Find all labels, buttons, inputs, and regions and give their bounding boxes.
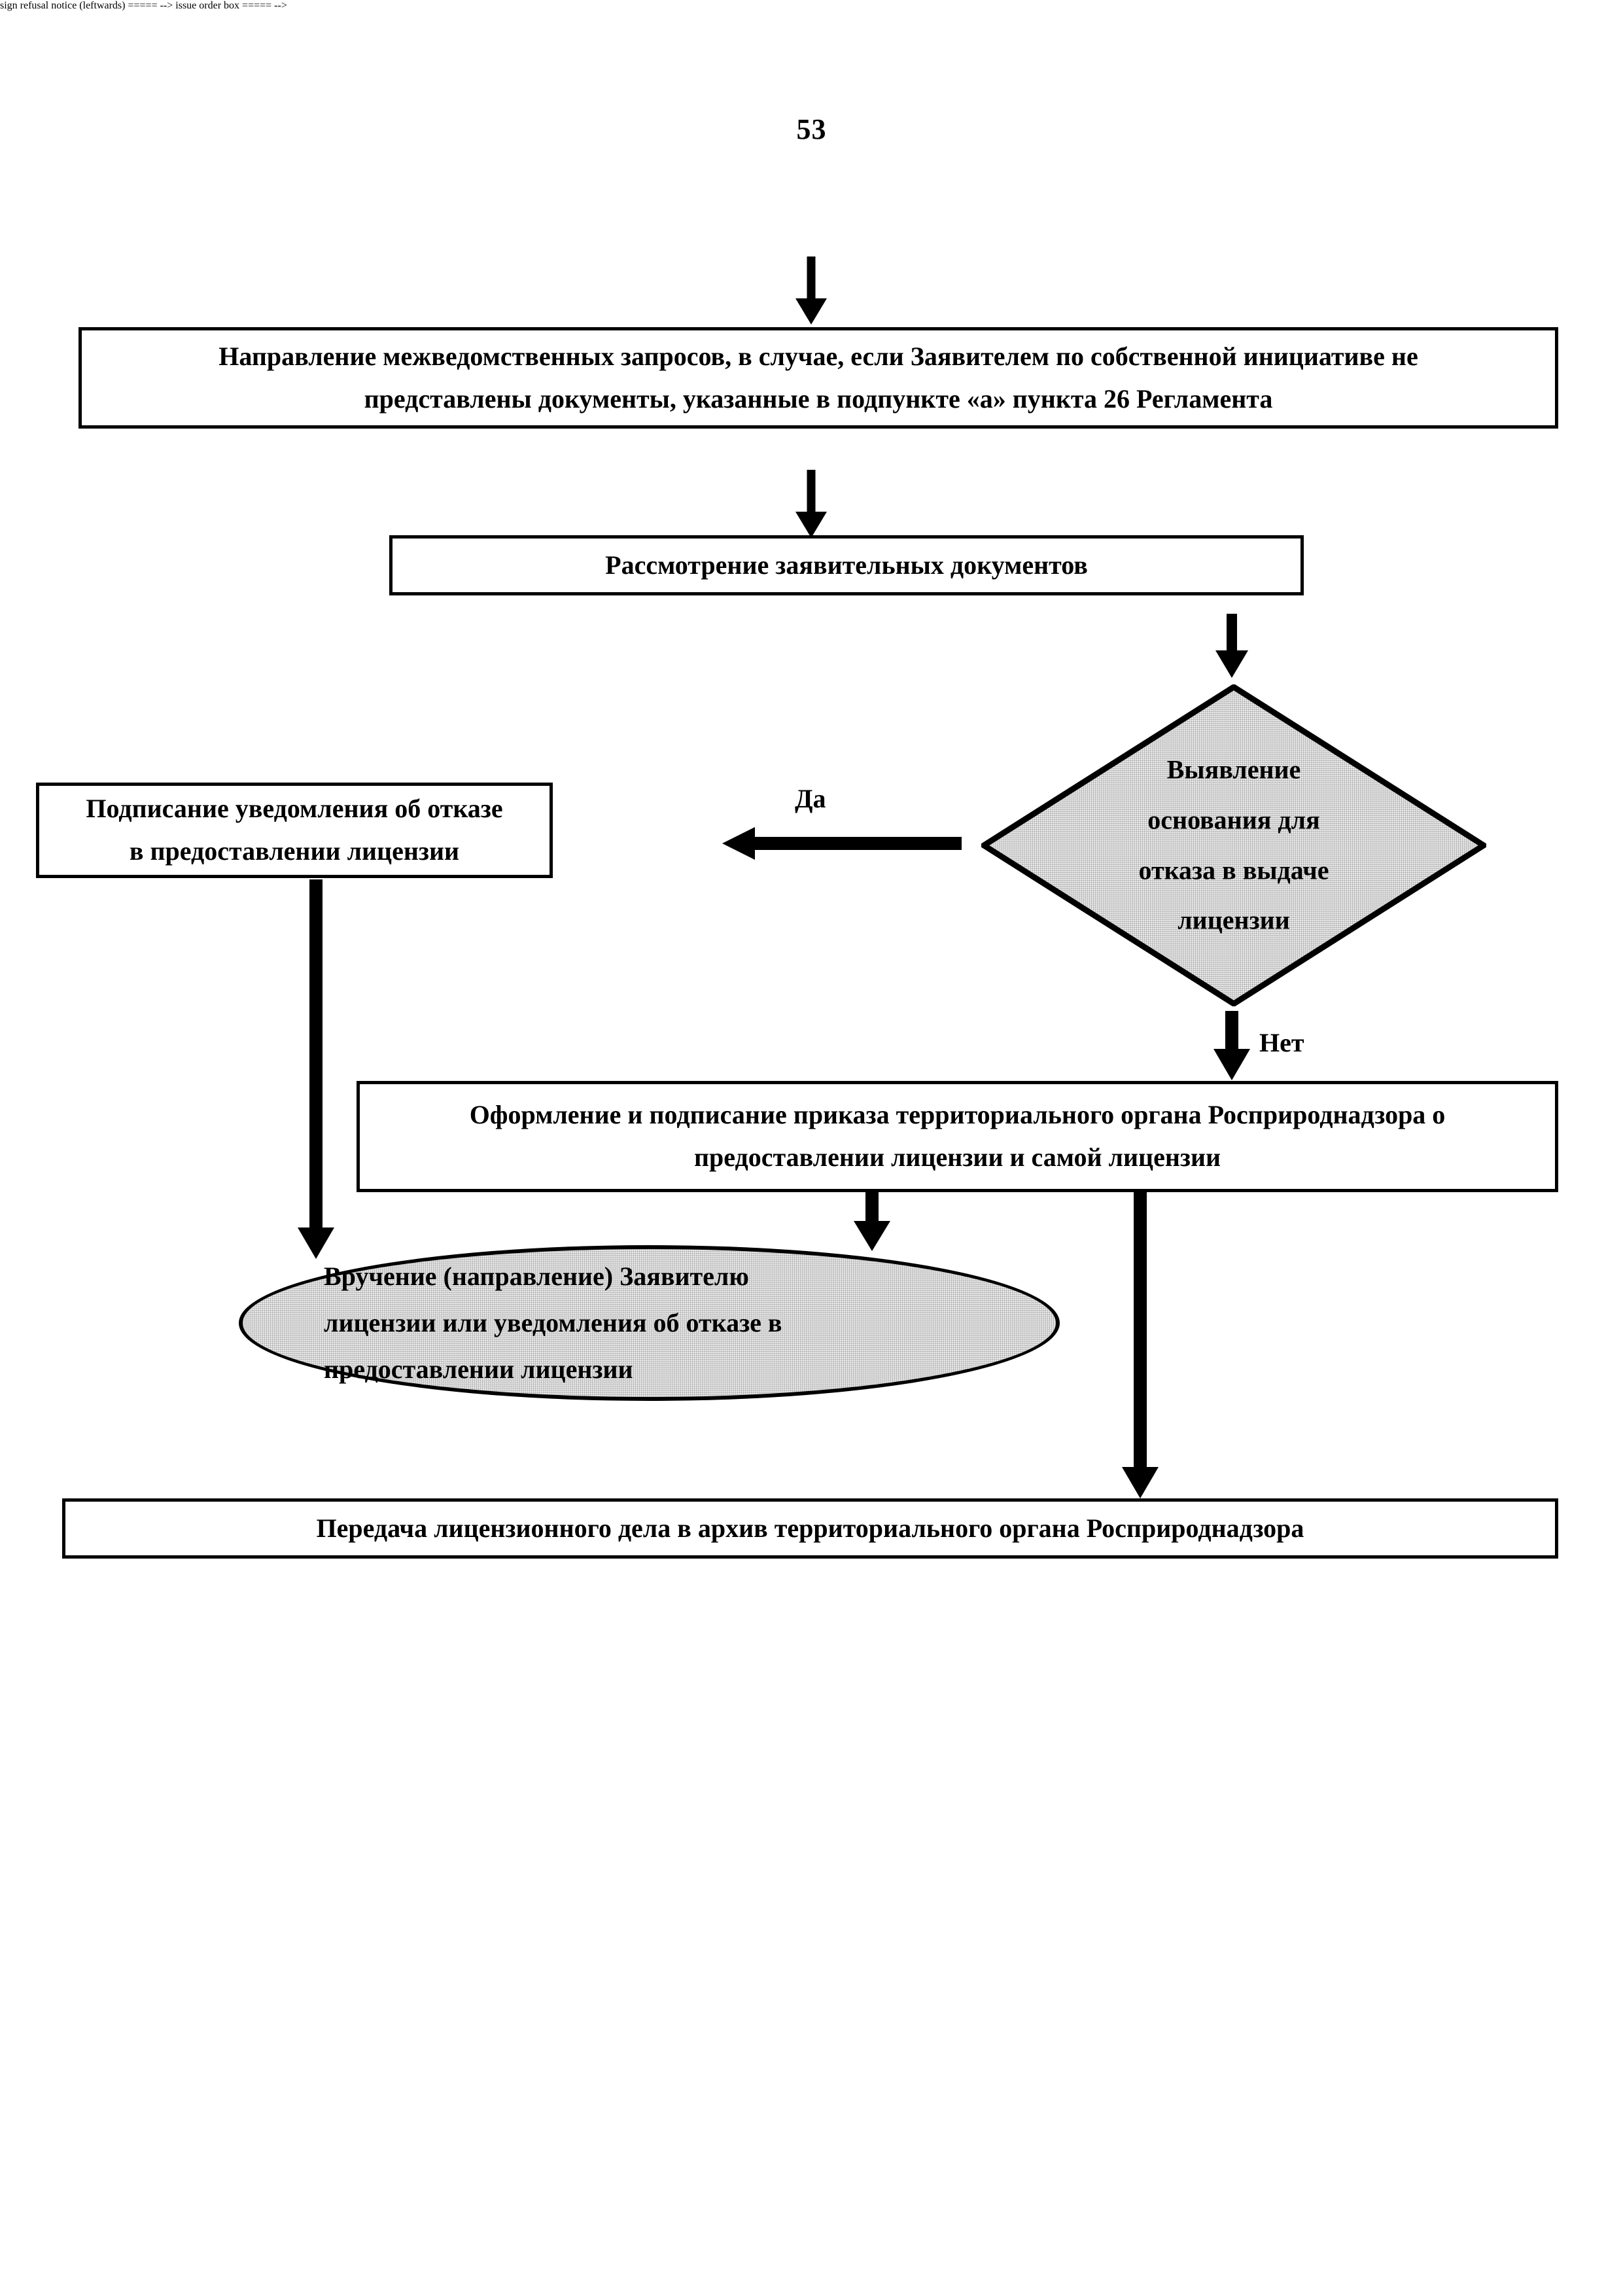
node-review-documents: Рассмотрение заявительных документов (389, 535, 1304, 595)
decision-line-1: Выявление (1166, 754, 1301, 785)
node-decision-refusal-grounds: Выявление основания для отказа в выдаче … (981, 684, 1486, 1006)
decision-diamond-text: Выявление основания для отказа в выдаче … (981, 745, 1486, 945)
node-interagency-requests-line-1: Направление межведомственных запросов, в… (218, 341, 1418, 371)
delivery-ellipse-outline (239, 1245, 1060, 1401)
connector-entry-to-interagency-requests (782, 256, 841, 328)
node-interagency-requests: Направление межведомственных запросов, в… (79, 327, 1558, 429)
node-interagency-requests-line-2: представлены документы, указанные в подп… (364, 383, 1273, 414)
delivery-ellipse-text: Вручение (направление) Заявителю лицензи… (239, 1253, 1060, 1393)
connector-issue-order-to-archive (1111, 1191, 1170, 1505)
connector-sign-refusal-to-delivery (287, 879, 345, 1267)
delivery-line-2: лицензии или уведомления об отказе в (324, 1308, 782, 1338)
node-deliver-to-applicant: Вручение (направление) Заявителю лицензи… (239, 1245, 1060, 1401)
connector-interagency-requests-to-review (782, 470, 841, 542)
node-sign-refusal-notice-line-1: Подписание уведомления об отказе (86, 794, 503, 824)
node-issue-order-line-2: предоставлении лицензии и самой лицензии (693, 1142, 1221, 1172)
node-issue-order-line-1: Оформление и подписание приказа территор… (469, 1100, 1446, 1130)
delivery-line-1: Вручение (направление) Заявителю (324, 1262, 749, 1292)
delivery-line-3: предоставлении лицензии (324, 1354, 633, 1385)
connector-issue-order-to-delivery (843, 1191, 901, 1256)
connector-decision-yes-to-sign-refusal (713, 823, 962, 865)
decision-line-4: лицензии (1178, 905, 1290, 935)
connector-decision-no-to-issue-order (1202, 1011, 1261, 1086)
node-transfer-to-archive-line-1: Передача лицензионного дела в архив терр… (316, 1513, 1304, 1543)
decision-line-3: отказа в выдаче (1138, 855, 1329, 885)
branch-label-no: Нет (1259, 1028, 1304, 1057)
node-issue-order-and-license: Оформление и подписание приказа территор… (357, 1081, 1558, 1192)
node-transfer-to-archive: Передача лицензионного дела в архив терр… (62, 1498, 1558, 1559)
branch-label-yes: Да (795, 784, 826, 813)
node-review-documents-line-1: Рассмотрение заявительных документов (605, 550, 1088, 580)
node-sign-refusal-notice: Подписание уведомления об отказе в предо… (36, 783, 553, 878)
decision-diamond-outline (981, 684, 1486, 1006)
decision-line-2: основания для (1147, 805, 1320, 835)
connector-review-to-decision (1202, 614, 1261, 686)
page-number: 53 (796, 113, 827, 145)
node-sign-refusal-notice-line-2: в предоставлении лицензии (129, 836, 460, 866)
